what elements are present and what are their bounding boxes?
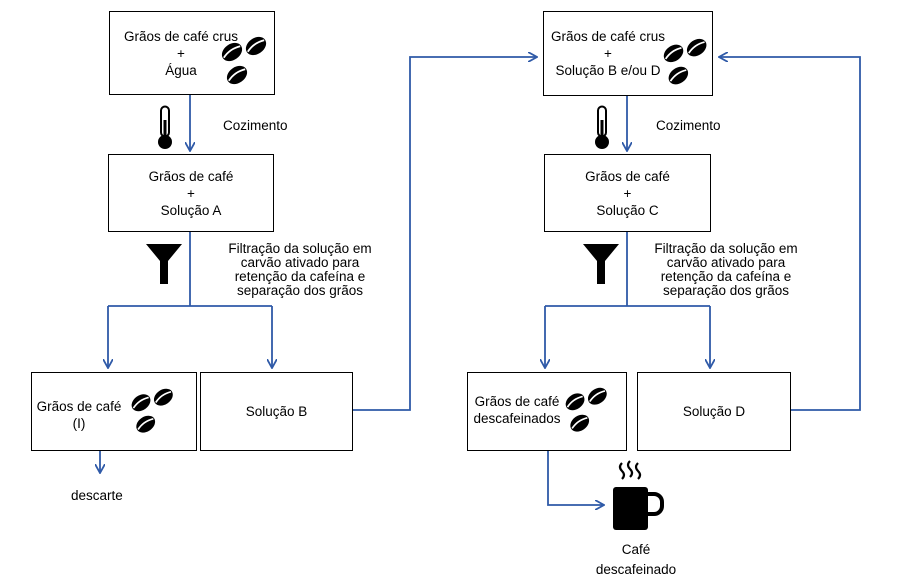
right-filter-line3: retenção da cafeína e [660, 269, 792, 284]
right-top-line3: Solução B e/ou D [555, 63, 661, 78]
right-top-line1: Grãos de café crus [550, 29, 666, 44]
left-filter-line1: Filtração da solução em [228, 241, 372, 256]
coffee-beans-icon [221, 36, 267, 85]
arrow-solB-to-right-top [353, 57, 536, 411]
left-top-line3: Água [165, 63, 197, 78]
right-mid-box [544, 154, 711, 232]
thermometer-icon [595, 105, 609, 149]
right-filter-line4: separação dos grãos [662, 283, 790, 298]
decaf-grains-box-text: Grãos de café descafeinados [469, 393, 565, 427]
decaf-grains-line2: descafeinados [473, 411, 561, 426]
right-filter-line1: Filtração da solução em [654, 241, 798, 256]
thermometer-icon [158, 105, 172, 149]
coffee-beans-icon [663, 38, 707, 85]
left-mid-box [108, 154, 274, 232]
decaf-grains-line1: Grãos de café [474, 394, 560, 409]
decaf-coffee-label: Café descafeinado [586, 540, 686, 580]
left-grains-line2: (I) [72, 416, 86, 431]
left-top-box [109, 11, 275, 95]
left-filter-line2: carvão ativado para [240, 255, 360, 270]
solution-b-label: Solução B [245, 404, 308, 419]
left-filter-label: Filtração da solução em carvão ativado p… [210, 242, 390, 298]
discard-label: descarte [71, 488, 123, 503]
right-cooking-label: Cozimento [656, 118, 721, 133]
right-mid-line3: Solução C [596, 203, 659, 218]
right-top-box-text: Grãos de café crus + Solução B e/ou D [546, 28, 670, 79]
left-grains-box [31, 372, 197, 451]
left-top-line2: + [177, 46, 185, 61]
decaf-coffee-line2: descafeinado [595, 562, 677, 577]
coffee-beans-icon [131, 388, 173, 433]
solution-d-box [637, 372, 791, 451]
arrow-solD-recycle [720, 57, 861, 411]
left-filter-line4: separação dos grãos [236, 283, 364, 298]
coffee-cup-icon [613, 460, 664, 530]
arrow-decaf-to-cup [547, 451, 603, 505]
right-top-box [543, 11, 713, 96]
left-grains-box-text: Grãos de café (I) [33, 398, 125, 432]
left-mid-line3: Solução A [160, 203, 222, 218]
left-filter-line3: retenção da cafeína e [234, 269, 366, 284]
right-mid-line2: + [623, 186, 632, 201]
funnel-icon [146, 244, 182, 284]
left-mid-line2: + [187, 186, 195, 201]
solution-b-box [200, 372, 353, 451]
funnel-icon [583, 244, 619, 284]
left-mid-box-text: Grãos de café + Solução A [108, 168, 274, 219]
right-top-line2: + [604, 46, 612, 61]
right-filter-label: Filtração da solução em carvão ativado p… [636, 242, 816, 298]
right-mid-line1: Grãos de café [585, 169, 670, 184]
right-mid-box-text: Grãos de café + Solução C [544, 168, 711, 219]
decaf-grains-box [467, 372, 627, 451]
left-grains-line1: Grãos de café [36, 399, 122, 414]
coffee-beans-icon [565, 387, 607, 432]
right-filter-line2: carvão ativado para [666, 255, 786, 270]
left-top-line1: Grãos de café crus [123, 29, 239, 44]
left-top-box-text: Grãos de café crus + Água [118, 28, 244, 79]
decaf-coffee-line1: Café [621, 542, 651, 557]
solution-d-label: Solução D [682, 404, 746, 419]
left-mid-line1: Grãos de café [148, 169, 234, 184]
left-cooking-label: Cozimento [223, 118, 288, 133]
